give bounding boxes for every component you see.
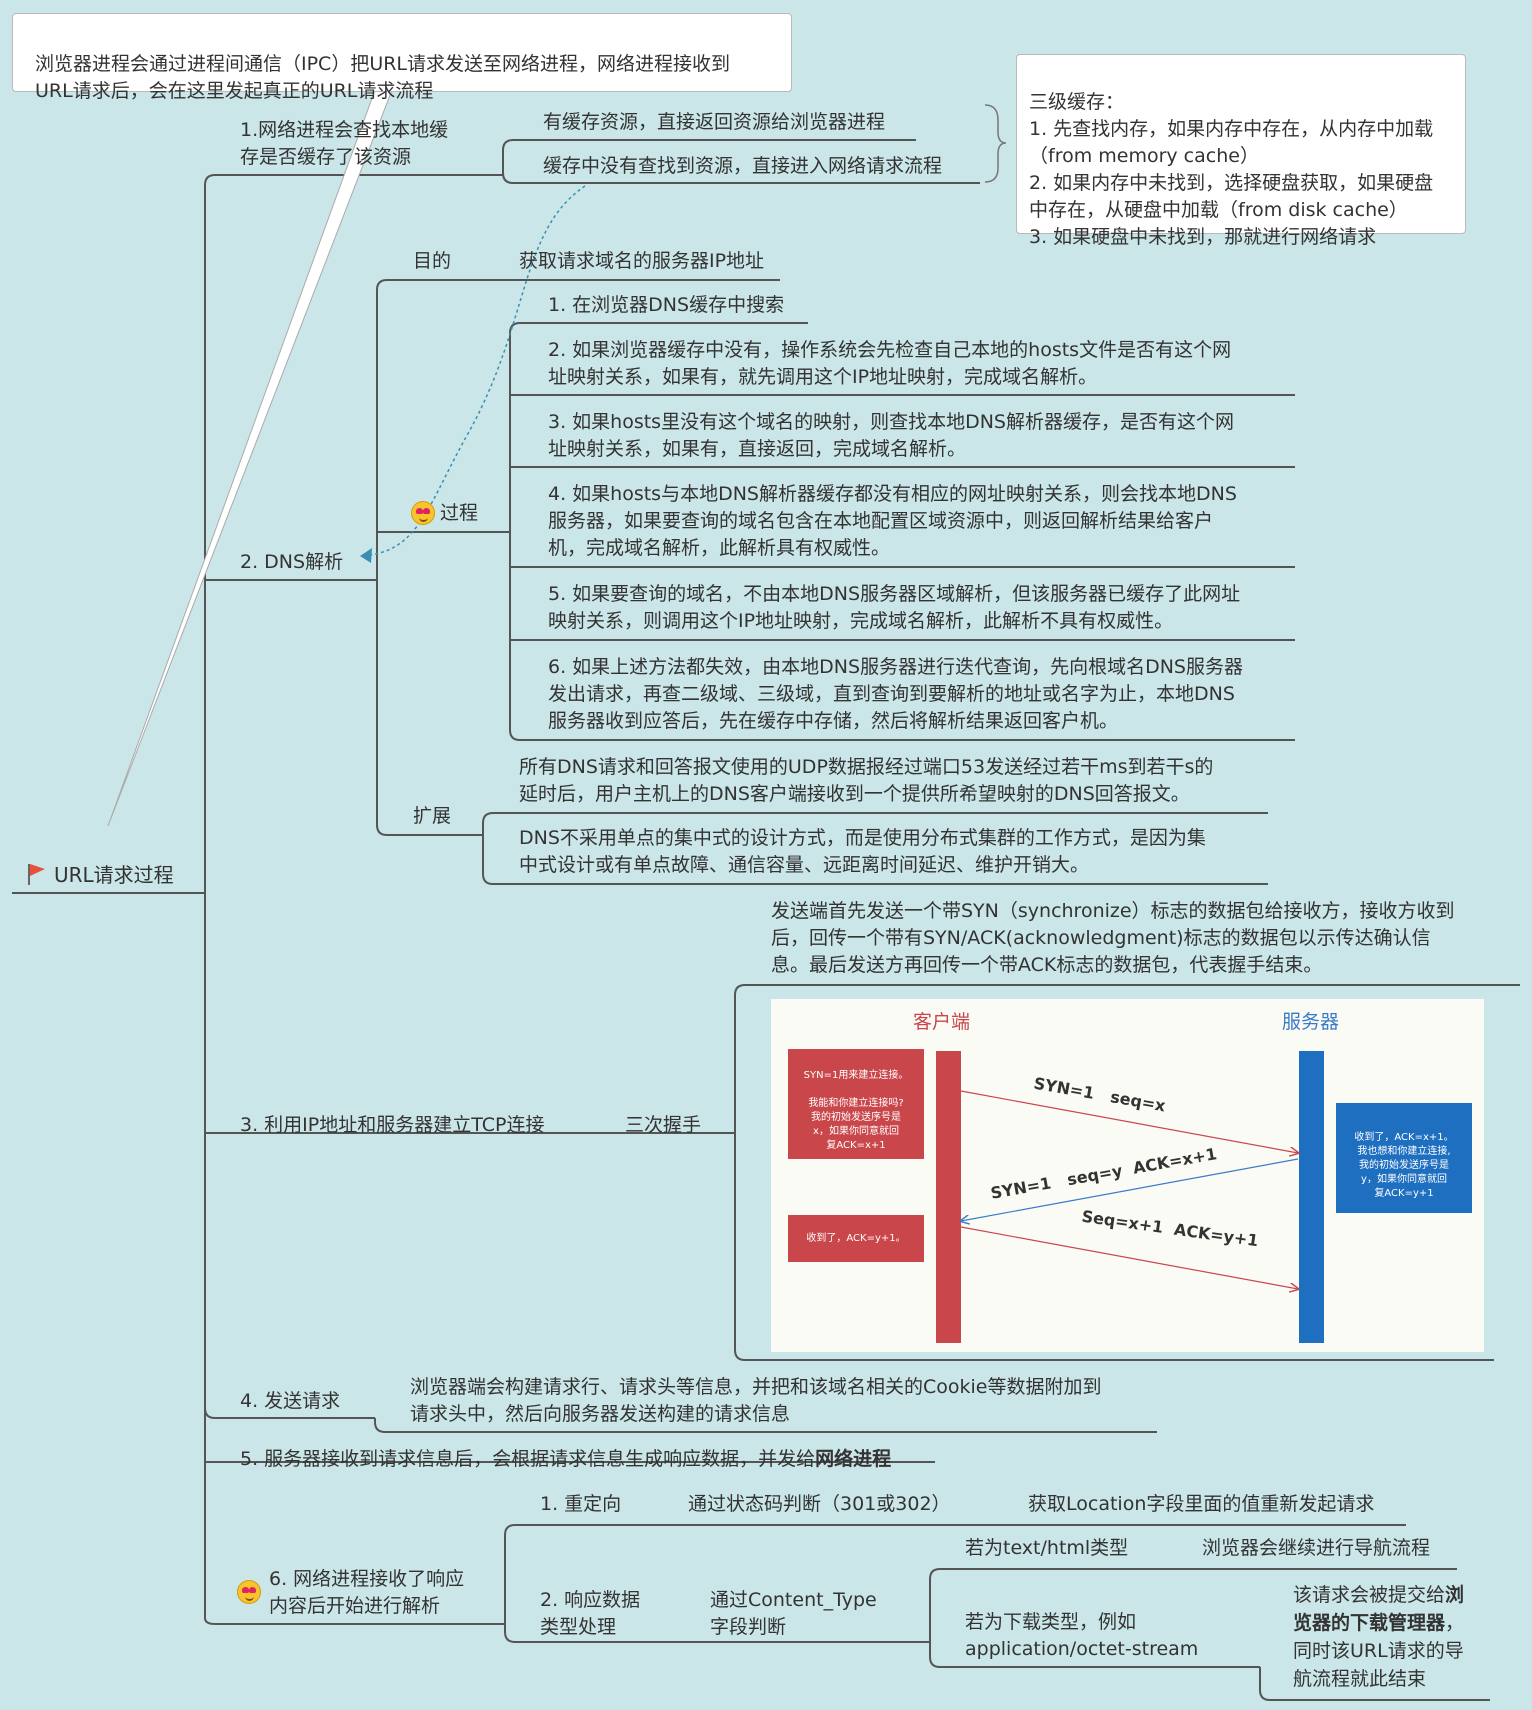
step1-line1: 1.网络进程会查找本地缓 bbox=[240, 119, 448, 141]
cache-note-line: 2. 如果内存中未找到，选择硬盘获取，如果硬盘 bbox=[1029, 172, 1433, 194]
dns-extend-item[interactable]: DNS不采用单点的集中式的设计方式，而是使用分布式集群的工作方式，是因为集 中式… bbox=[519, 825, 1206, 879]
tcp-handshake-figure: 客户端 服务器 SYN=1用来建立连接。 我能和你建立连接吗? 我的初始发送序号… bbox=[771, 999, 1484, 1352]
step1-no-cache[interactable]: 缓存中没有查找到资源，直接进入网络请求流程 bbox=[543, 153, 942, 180]
step5-topic[interactable]: 5. 服务器接收到请求信息后，会根据请求信息生成响应数据，并发给网络进程 bbox=[240, 1446, 891, 1473]
top-note: 浏览器进程会通过进程间通信（IPC）把URL请求发送至网络进程，网络进程接收到 … bbox=[12, 13, 792, 92]
flag-icon bbox=[26, 862, 46, 886]
cache-note-title: 三级缓存： bbox=[1029, 91, 1124, 113]
top-note-line1: 浏览器进程会通过进程间通信（IPC）把URL请求发送至网络进程，网络进程接收到 bbox=[35, 53, 730, 75]
heart-eyes-emoji-icon bbox=[411, 501, 435, 525]
download-type-action[interactable]: 该请求会被提交给浏 览器的下载管理器， 同时该URL请求的导 航流程就此结束 bbox=[1293, 1581, 1464, 1693]
html-type-action[interactable]: 浏览器会继续进行导航流程 bbox=[1202, 1535, 1430, 1562]
top-note-line2: URL请求后，会在这里发起真正的URL请求流程 bbox=[35, 80, 433, 102]
step1-line2: 存是否缓存了该资源 bbox=[240, 146, 411, 168]
dns-process-item[interactable]: 5. 如果要查询的域名，不由本地DNS服务器区域解析，但该服务器已缓存了此网址 … bbox=[548, 581, 1240, 635]
step4-topic[interactable]: 4. 发送请求 bbox=[240, 1388, 340, 1415]
dns-extend-label[interactable]: 扩展 bbox=[413, 803, 451, 830]
dns-purpose-text[interactable]: 获取请求域名的服务器IP地址 bbox=[519, 248, 764, 275]
content-type-judge[interactable]: 通过Content_Type 字段判断 bbox=[710, 1587, 877, 1641]
dns-purpose-label[interactable]: 目的 bbox=[413, 248, 451, 275]
dns-process-item[interactable]: 2. 如果浏览器缓存中没有，操作系统会先检查自己本地的hosts文件是否有这个网… bbox=[548, 337, 1231, 391]
dns-process-item[interactable]: 6. 如果上述方法都失效，由本地DNS服务器进行迭代查询，先向根域名DNS服务器… bbox=[548, 654, 1243, 735]
response-type-label[interactable]: 2. 响应数据 类型处理 bbox=[540, 1587, 640, 1641]
dns-process-item[interactable]: 4. 如果hosts与本地DNS解析器缓存都没有相应的网址映射关系，则会找本地D… bbox=[548, 481, 1237, 562]
step3-topic[interactable]: 3. 利用IP地址和服务器建立TCP连接 bbox=[240, 1112, 544, 1139]
dns-extend-item[interactable]: 所有DNS请求和回答报文使用的UDP数据报经过端口53发送经过若干ms到若干s的… bbox=[519, 754, 1213, 808]
step4-text[interactable]: 浏览器端会构建请求行、请求头等信息，并把和该域名相关的Cookie等数据附加到 … bbox=[410, 1374, 1102, 1428]
cache-note-line: 3. 如果硬盘中未找到，那就进行网络请求 bbox=[1029, 226, 1376, 248]
dns-process-item[interactable]: 1. 在浏览器DNS缓存中搜索 bbox=[548, 292, 784, 319]
cache-note: 三级缓存： 1. 先查找内存，如果内存中存在，从内存中加载 （from memo… bbox=[1016, 54, 1466, 234]
redirect-label[interactable]: 1. 重定向 bbox=[540, 1491, 621, 1518]
root-topic[interactable]: URL请求过程 bbox=[54, 862, 174, 889]
redirect-action[interactable]: 获取Location字段里面的值重新发起请求 bbox=[1028, 1491, 1374, 1518]
cache-note-line: （from memory cache） bbox=[1029, 145, 1259, 167]
dns-process-label[interactable]: 过程 bbox=[440, 500, 478, 527]
html-type-label[interactable]: 若为text/html类型 bbox=[965, 1535, 1128, 1562]
tcp-handshake-desc[interactable]: 发送端首先发送一个带SYN（synchronize）标志的数据包给接收方，接收方… bbox=[771, 898, 1455, 979]
cache-note-line: 1. 先查找内存，如果内存中存在，从内存中加载 bbox=[1029, 118, 1433, 140]
step2-topic[interactable]: 2. DNS解析 bbox=[240, 549, 343, 576]
step6-topic[interactable]: 6. 网络进程接收了响应 内容后开始进行解析 bbox=[269, 1566, 464, 1620]
heart-eyes-emoji-icon bbox=[237, 1580, 261, 1604]
tcp-handshake-label[interactable]: 三次握手 bbox=[625, 1112, 701, 1139]
dns-process-item[interactable]: 3. 如果hosts里没有这个域名的映射，则查找本地DNS解析器缓存，是否有这个… bbox=[548, 409, 1234, 463]
step1-has-cache[interactable]: 有缓存资源，直接返回资源给浏览器进程 bbox=[543, 109, 885, 136]
redirect-judge[interactable]: 通过状态码判断（301或302） bbox=[688, 1491, 951, 1518]
cache-note-line: 中存在，从硬盘中加载（from disk cache） bbox=[1029, 199, 1408, 221]
step1-topic[interactable]: 1.网络进程会查找本地缓 存是否缓存了该资源 bbox=[240, 117, 448, 171]
download-type-label[interactable]: 若为下载类型，例如 application/octet-stream bbox=[965, 1609, 1198, 1663]
